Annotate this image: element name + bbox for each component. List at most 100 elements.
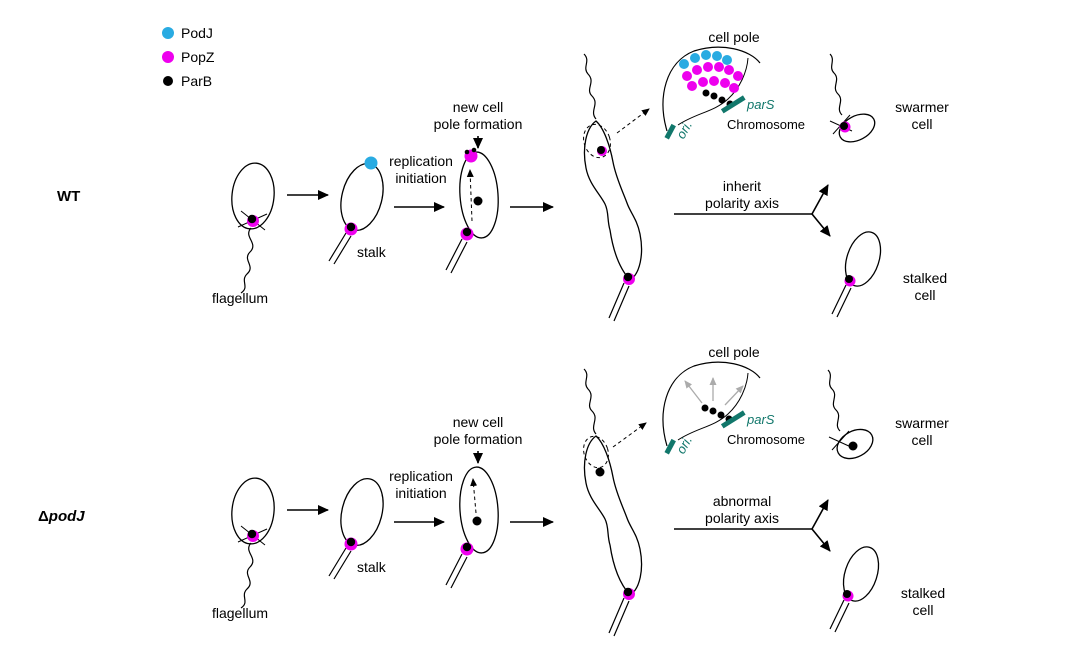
wt-replication-step: replication initiation [389,153,453,212]
axis-branch-down [811,528,831,552]
flagellum [829,53,843,116]
stalked-label-line1: stalked [901,585,945,601]
parb-dot [247,529,257,539]
parb-dot [247,214,257,224]
cell-outline [583,435,643,596]
cell-outline [459,151,499,239]
cell-outline [459,466,499,554]
parb-dot [471,147,477,153]
parb-dot [840,122,848,130]
popz-dot [733,71,743,81]
chromosome-label: Chromosome [727,432,805,447]
stalk [608,282,630,322]
wt-stage2-stalked-cell: stalk [328,156,387,265]
cell-outline [844,231,882,287]
flagellum [583,53,597,120]
swarmer-label-line1: swarmer [895,415,949,431]
segregation-dashed-arrow [470,478,478,514]
legend-popz-dot-icon [162,51,174,63]
dpodj-progeny-stalked-cell: stalked cell [829,546,945,633]
replication-label-line1: replication [389,468,453,484]
swarmer-label-line1: swarmer [895,99,949,115]
row-wt: WT flagellum stalk replication initiatio… [57,29,949,322]
wt-stage3-replicating-cell: new cell pole formation [434,99,523,274]
dpodj-stage3-replicating-cell: new cell pole formation [434,414,522,589]
pars-label: parS [746,97,775,112]
parb-dot [710,92,718,100]
dpodj-stage4-predivisional-cell [583,368,647,637]
flagellum-label: flagellum [212,290,268,306]
new-pole-label-line1: new cell [453,414,504,430]
popz-dot [714,62,724,72]
popz-dot [687,81,697,91]
wt-progeny-swarmer-cell: swarmer cell [829,53,949,143]
parb-dot [462,227,472,237]
parb-dot [346,222,356,232]
new-pole-label-line2: pole formation [434,116,523,132]
random-motion-arrow [724,385,744,406]
stalked-label-line2: cell [912,602,933,618]
wt-pole-inset: cell pole parS ori. [662,29,805,141]
delta-symbol: Δ [38,508,49,525]
cell-outline [583,120,643,281]
replication-label-line1: replication [389,153,453,169]
swarmer-label-line2: cell [911,116,932,132]
parb-dot [464,149,470,155]
cell-outline [340,478,384,546]
pars-site-bar [720,410,746,429]
cell-outline [842,546,880,602]
replication-label-line2: initiation [395,170,446,186]
chromosome-boundary [677,372,749,441]
ori-site-bar [664,123,676,140]
legend-podj-label: PodJ [181,25,213,41]
podj-dot [722,55,732,65]
stalk [445,238,468,274]
axis-label-line1: inherit [723,178,761,194]
stalked-label-line2: cell [914,287,935,303]
wt-stage4-predivisional-cell [583,53,650,322]
parb-dot [845,275,853,283]
wt-progeny-stalked-cell: stalked cell [831,231,947,318]
legend-popz-label: PopZ [181,49,215,65]
parb-dot [472,516,482,526]
cell-pole-label: cell pole [708,344,760,360]
stalk [328,547,352,580]
stalk [328,232,352,265]
row-label-wt: WT [57,188,80,205]
legend-parb-label: ParB [181,73,212,89]
parb-dot [709,407,717,415]
popz-dot [724,65,734,75]
flagellum [240,227,254,294]
zoom-region-dashed-ellipse [583,123,611,159]
cell-outline [340,163,384,231]
parb-dot [843,590,851,598]
swarmer-label-line2: cell [911,432,932,448]
axis-branch-up [811,499,829,530]
dpodj-replication-step: replication initiation [389,468,453,527]
legend-podj-dot-icon [162,27,174,39]
axis-branch-down [811,213,831,237]
dpodj-polarity-axis: abnormal polarity axis [674,493,831,552]
pars-site-bar [720,95,746,114]
segregation-dashed-arrow [466,169,474,222]
flagellum [827,369,841,432]
zoom-region-dashed-ellipse [583,435,609,469]
popz-dot [682,71,692,81]
parb-dot [346,537,356,547]
zoom-dashed-arrow [616,108,650,134]
pars-label: parS [746,412,775,427]
parb-dot [701,404,709,412]
podj-dot [364,156,378,170]
random-motion-arrow [684,380,703,404]
legend: PodJ PopZ ParB [162,25,215,89]
popz-dot [703,62,713,72]
gene-name: podJ [48,508,85,525]
legend-parb-dot-icon [163,76,173,86]
podj-dot [701,50,711,60]
parb-dot [848,441,858,451]
axis-label-line2: polarity axis [705,195,779,211]
flagellum [583,368,597,435]
ori-label: ori. [673,433,695,456]
cell-outline [838,113,876,143]
